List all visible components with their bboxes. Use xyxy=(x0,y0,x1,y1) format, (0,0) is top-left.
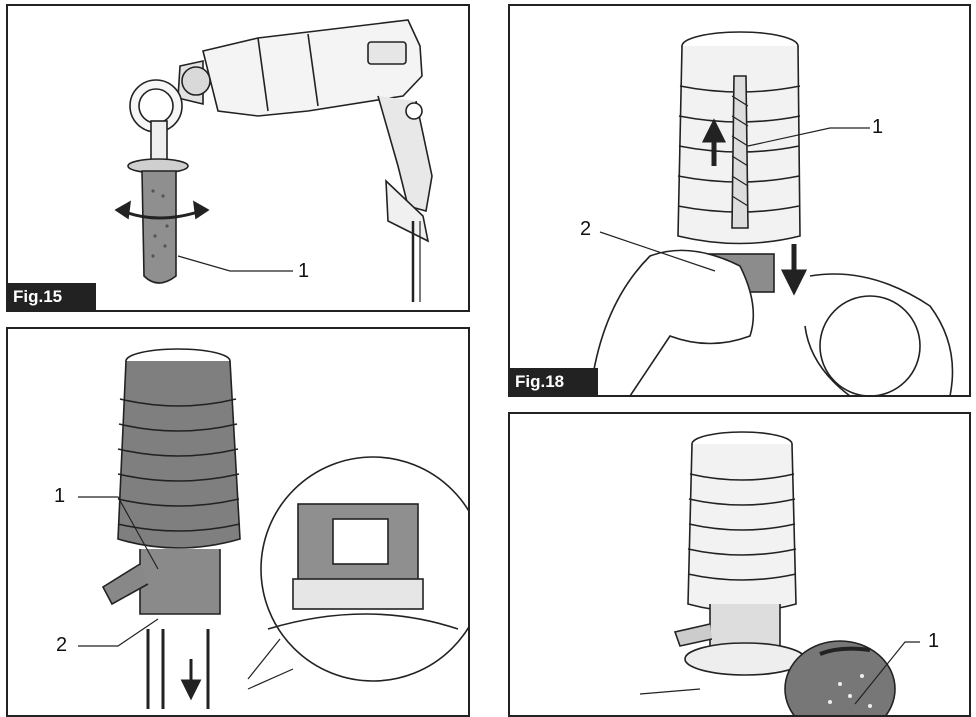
figure-18-panel: 1 2 Fig.18 xyxy=(508,4,971,397)
fig16-callout-1: 1 xyxy=(54,485,66,507)
fig18-callout-2: 2 xyxy=(580,218,592,240)
drill-side-handle-illustration xyxy=(114,19,433,302)
fig19-callout-1: 1 xyxy=(928,630,940,652)
fig16-callout-2: 2 xyxy=(56,634,68,656)
fig18-label: Fig.18 xyxy=(510,368,599,395)
fig18-callout-1: 1 xyxy=(872,116,884,138)
dust-cup-bit-illustration xyxy=(589,31,954,395)
dust-cup-attachment-illustration xyxy=(78,348,468,709)
fig15-callout-1: 1 xyxy=(298,260,310,282)
figure-16-panel: 1 2 xyxy=(6,327,470,717)
figure-15-panel: 1 Fig.15 xyxy=(6,4,470,312)
dust-cup-removal-illustration xyxy=(639,431,920,715)
fig15-label: Fig.15 xyxy=(8,283,97,310)
figure-19-panel: 1 xyxy=(508,412,971,717)
